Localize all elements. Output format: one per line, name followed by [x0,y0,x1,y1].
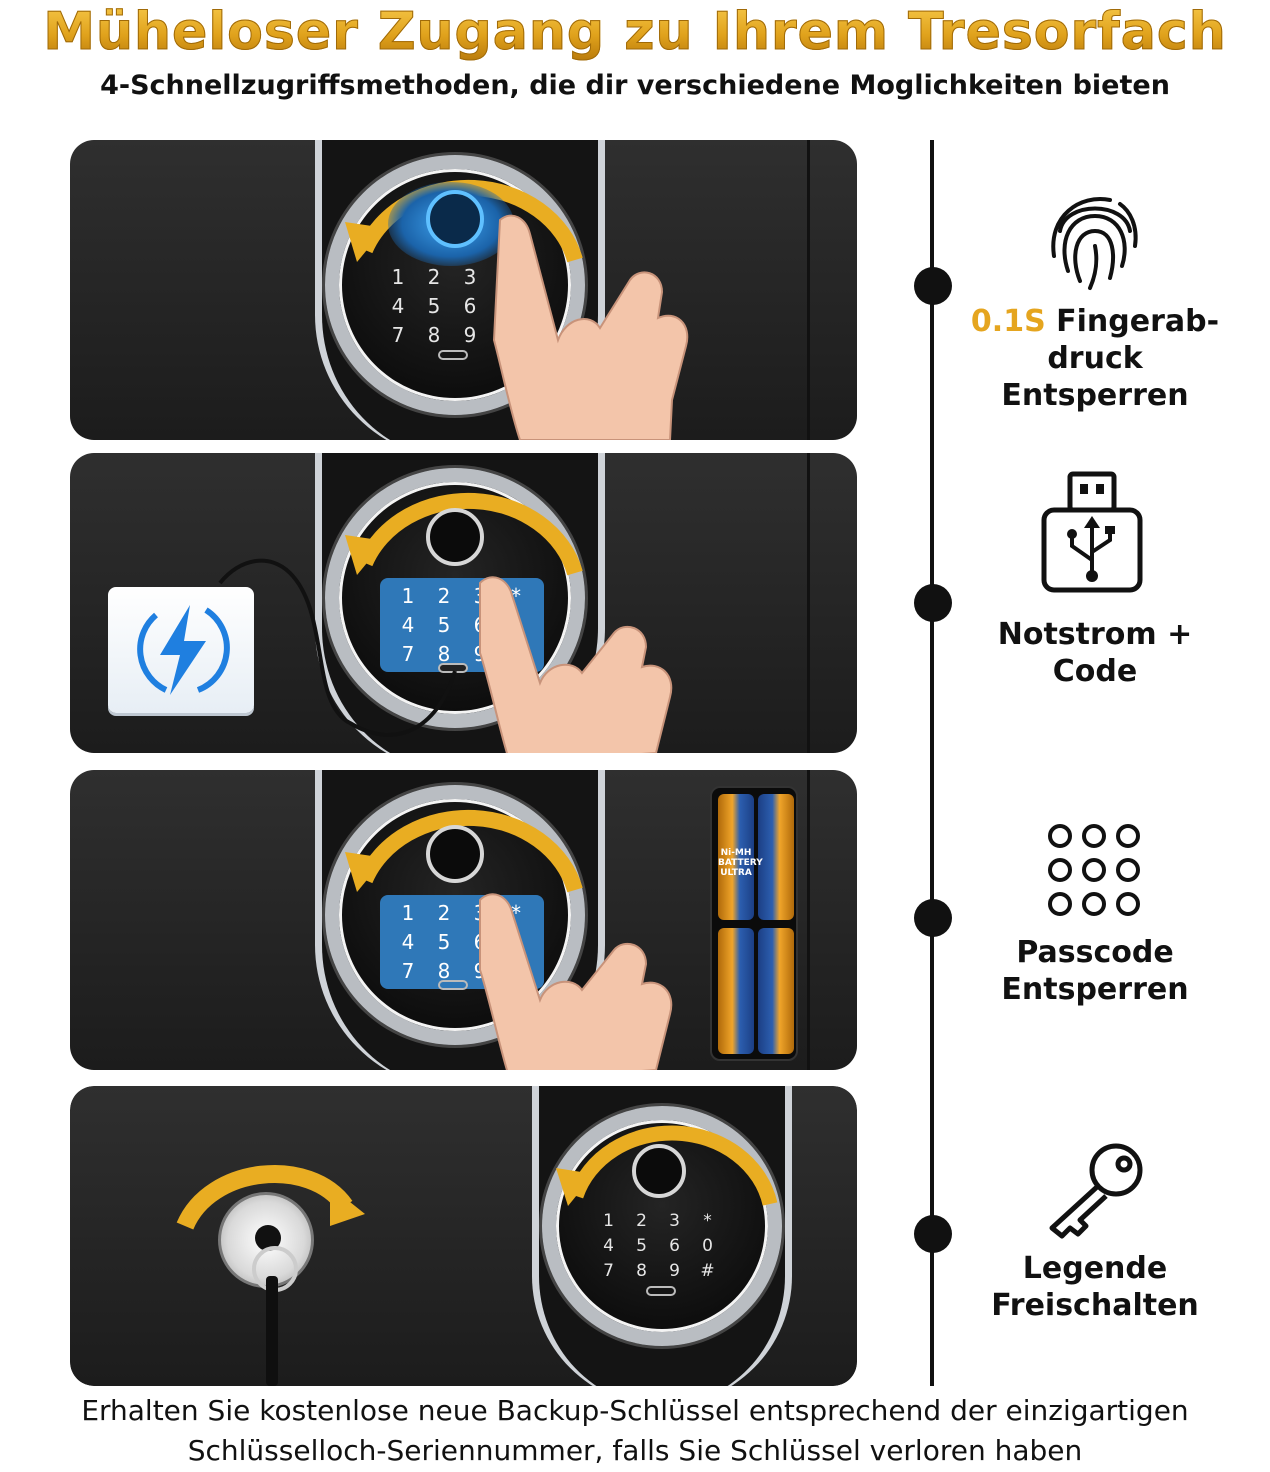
key-8[interactable]: 8 [427,323,441,347]
key-6[interactable]: 6 [463,294,477,318]
key-2[interactable]: 2 [636,1211,647,1231]
key-3[interactable]: 3 [463,265,477,289]
passcode-panel: 1 2 3 * 4 5 6 0 7 8 9 # Ni-MH BATTERY UL… [70,770,857,1070]
feature-key-label: Legende Freischalten [991,1251,1199,1323]
key-2[interactable]: 2 [437,901,451,925]
feature-highlight: 0.1S [970,304,1046,339]
fingerprint-button[interactable] [632,1144,686,1198]
cabinet-edge [807,770,810,1070]
timeline-dot [914,267,952,305]
fingerprint-panel: 1 2 3 * 4 5 6 0 7 8 9 # [70,140,857,440]
battery [758,928,794,1054]
key-star[interactable]: * [703,1211,712,1231]
key-1[interactable]: 1 [401,584,415,608]
key-5[interactable]: 5 [427,294,441,318]
key-7[interactable]: 7 [401,642,415,666]
fingerprint-button[interactable] [426,190,484,248]
key-2[interactable]: 2 [427,265,441,289]
keypad[interactable]: 1 2 3 * 4 5 6 0 7 8 9 # [592,1211,724,1281]
timeline-line [930,140,934,1386]
timeline-dot [914,584,952,622]
usb-port [438,350,468,360]
feature-passcode-label: Passcode Entsperren [1001,935,1189,1007]
key-4[interactable]: 4 [401,613,415,637]
battery [718,928,754,1054]
key-star[interactable]: * [511,584,521,608]
key-7[interactable]: 7 [401,959,415,983]
timeline-dot [914,1215,952,1253]
footer-line-2: Schlüsselloch-Seriennummer, falls Sie Sc… [187,1434,1083,1467]
battery-label: Ni-MH BATTERY ULTRA [718,848,763,878]
hand-icon [492,214,689,440]
page-subtitle: 4-Schnellzugriffsmethoden, die dir versc… [100,70,1170,101]
battery [758,794,794,920]
key-star[interactable]: * [511,901,521,925]
key-3[interactable]: 3 [669,1211,680,1231]
rotate-arrow-icon [556,1125,778,1206]
emergency-power-panel: 1 2 3 * 4 5 6 0 7 8 9 # [70,453,857,753]
rotate-arrow-icon [345,492,583,576]
rotate-arrow-icon [345,809,583,893]
usb-port [438,980,468,990]
battery-compartment: Ni-MH BATTERY ULTRA [710,786,798,1061]
key [266,1276,278,1386]
battery [718,794,754,920]
key-2[interactable]: 2 [437,584,451,608]
hand-icon [479,576,673,753]
key-7[interactable]: 7 [391,323,405,347]
key-5[interactable]: 5 [437,613,451,637]
key-1[interactable]: 1 [603,1211,614,1231]
cabinet-edge [807,140,810,440]
key-icon [1049,1143,1143,1239]
key-hash[interactable]: # [700,1261,715,1281]
key-4[interactable]: 4 [391,294,405,318]
key-8[interactable]: 8 [437,959,451,983]
fingerprint-button[interactable] [426,508,484,566]
key-5[interactable]: 5 [636,1236,647,1256]
cabinet-edge [807,453,810,753]
usb-port [646,1286,676,1296]
power-bank [108,587,254,713]
key-7[interactable]: 7 [603,1261,614,1281]
key-9[interactable]: 9 [669,1261,680,1281]
hand-icon [479,893,673,1070]
key-8[interactable]: 8 [636,1261,647,1281]
key-5[interactable]: 5 [437,930,451,954]
page-title: Müheloser Zugang zu Ihrem Tresorfach [0,2,1270,63]
key-8[interactable]: 8 [437,642,451,666]
fingerprint-icon [1051,197,1138,290]
key-1[interactable]: 1 [401,901,415,925]
key-4[interactable]: 4 [603,1236,614,1256]
feature-notstrom-label: Notstrom + Code [997,617,1193,689]
feature-fingerprint-label: 0.1S Fingerab- druck Entsperren [970,304,1220,413]
footer-line-1: Erhalten Sie kostenlose neue Backup-Schl… [81,1394,1189,1427]
key-panel: 1 2 3 * 4 5 6 0 7 8 9 # [70,1086,857,1386]
key-9[interactable]: 9 [463,323,477,347]
key-6[interactable]: 6 [669,1236,680,1256]
fingerprint-button[interactable] [426,825,484,883]
timeline-dot [914,899,952,937]
key-1[interactable]: 1 [391,265,405,289]
keypad-dots-icon [1048,824,1140,916]
lightning-icon [137,605,230,695]
key-0[interactable]: 0 [702,1236,713,1256]
rotate-arrow-icon [176,1164,365,1230]
power-cable [218,558,457,737]
usb-icon [1041,471,1143,593]
key-4[interactable]: 4 [401,930,415,954]
